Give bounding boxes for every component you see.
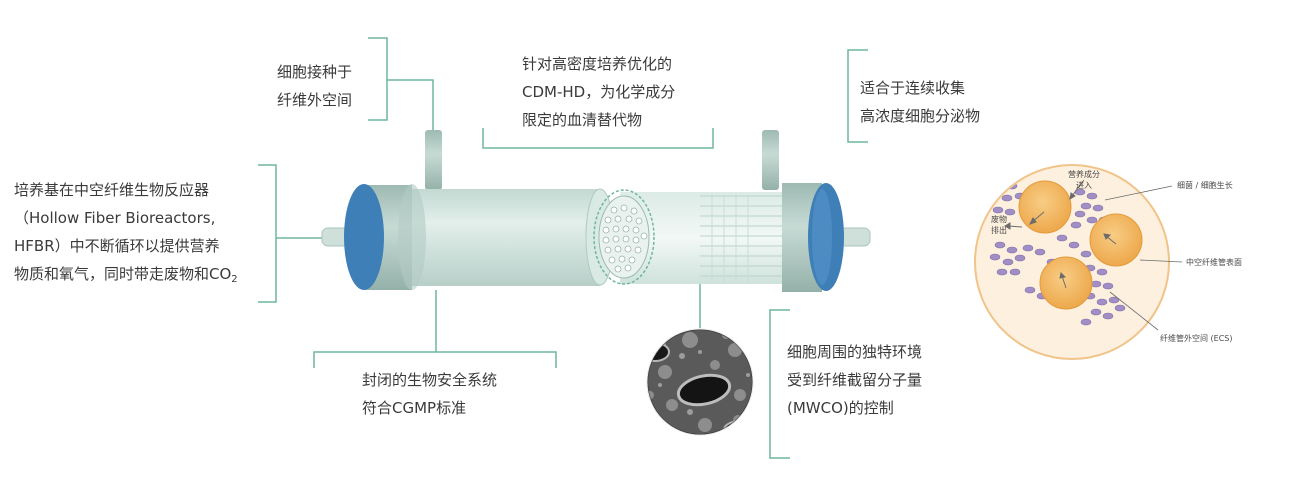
label-medium-line2: （Hollow Fiber Bioreactors,	[14, 209, 216, 227]
label-brackets	[258, 37, 868, 459]
label-cdm-line1: 针对高密度培养优化的	[522, 55, 673, 73]
label-harvest-line2: 高浓度细胞分泌物	[860, 107, 981, 125]
inset-label-nutrients-2: 进入	[1076, 181, 1092, 190]
inset-label-waste-2: 排出	[991, 225, 1007, 235]
label-medium-line4: 物质和氧气，同时带走废物和CO2	[14, 260, 238, 294]
label-medium-line1: 培养基在中空纤维生物反应器	[14, 181, 210, 199]
label-cdm-line3: 限定的血清替代物	[522, 111, 643, 129]
label-microenvironment: 细胞周围的独特环境 受到纤维截留分子量 (MWCO)的控制	[787, 338, 922, 422]
fiber-cross-section-icon	[593, 189, 655, 285]
inset-label-ecs: 纤维管外空间 (ECS)	[1160, 333, 1233, 343]
flow-arrows	[1004, 179, 1117, 289]
label-closed-line2: 符合CGMP标准	[362, 399, 467, 417]
label-micro-line1: 细胞周围的独特环境	[787, 343, 923, 361]
inset-label-waste-1: 废物	[991, 214, 1007, 224]
label-micro-line2: 受到纤维截留分子量	[787, 371, 923, 389]
label-medium-subscript: 2	[231, 274, 238, 285]
label-medium: 培养基在中空纤维生物反应器 （Hollow Fiber Bioreactors,…	[14, 176, 238, 294]
label-harvest: 适合于连续收集 高浓度细胞分泌物	[860, 74, 980, 130]
label-cdm-line2: CDM-HD，为化学成分	[522, 83, 676, 101]
cell-inset-icon: 营养成分 进入 废物 排出 细菌 / 细胞生长 中空纤维管表面 纤维管外空间 (…	[974, 164, 1242, 360]
inset-label-growth: 细菌 / 细胞生长	[1177, 180, 1233, 190]
label-medium-line4-text: 物质和氧气，同时带走废物和CO	[14, 265, 232, 283]
label-cdm: 针对高密度培养优化的 CDM-HD，为化学成分 限定的血清替代物	[522, 50, 675, 134]
label-seeding-line1: 细胞接种于	[277, 63, 353, 81]
label-harvest-line1: 适合于连续收集	[860, 79, 966, 97]
hollow-fiber-cartridge-icon	[321, 130, 871, 292]
inset-label-nutrients-1: 营养成分	[1068, 169, 1100, 179]
label-medium-line3: HFBR）中不断循环以提供营养	[14, 237, 220, 255]
label-micro-line3: (MWCO)的控制	[787, 399, 894, 417]
label-seeding: 细胞接种于 纤维外空间	[277, 58, 352, 114]
inset-label-surface: 中空纤维管表面	[1186, 257, 1242, 267]
micrograph-icon	[646, 328, 754, 436]
label-seeding-line2: 纤维外空间	[277, 91, 353, 109]
label-closed-system: 封闭的生物安全系统 符合CGMP标准	[362, 366, 497, 422]
label-closed-line1: 封闭的生物安全系统	[362, 371, 498, 389]
